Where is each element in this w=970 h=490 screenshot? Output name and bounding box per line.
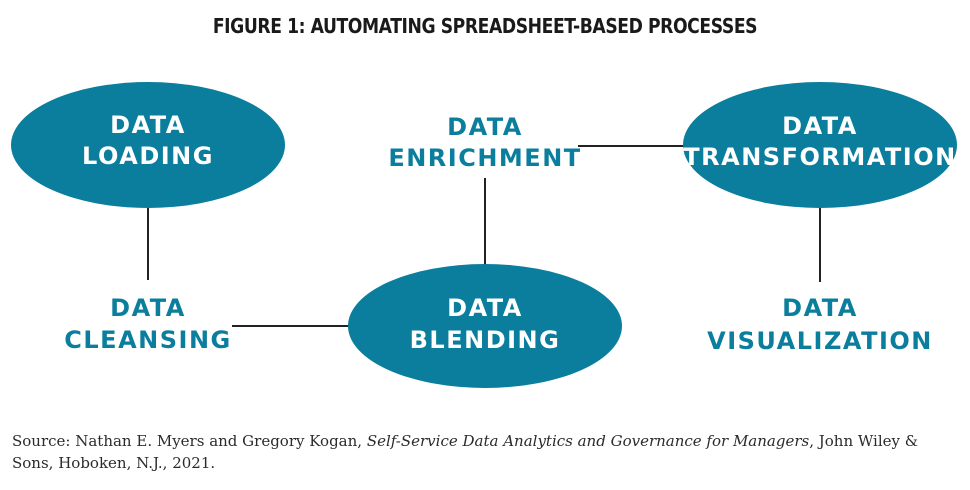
node-enrichment-line2: ENRICHMENT — [388, 144, 581, 172]
node-data-loading-ellipse — [11, 82, 285, 208]
node-enrichment-line1: DATA — [447, 113, 523, 141]
node-blending-line1: DATA — [447, 294, 523, 322]
node-blending-line2: BLENDING — [410, 326, 561, 354]
node-visualization-line1: DATA — [782, 294, 858, 322]
node-transformation-line2: TRANSFORMATION — [683, 143, 956, 171]
source-citation: Source: Nathan E. Myers and Gregory Koga… — [12, 430, 957, 474]
node-data-blending-ellipse — [348, 264, 622, 388]
figure-title: FIGURE 1: AUTOMATING SPREADSHEET-BASED P… — [212, 14, 758, 38]
node-loading-line2: LOADING — [82, 142, 214, 170]
source-suffix: , John Wiley & Sons, Hoboken, N.J., 2021… — [12, 432, 919, 472]
node-transformation-line1: DATA — [782, 112, 858, 140]
node-cleansing-line1: DATA — [110, 294, 186, 322]
source-book-title: Self-Service Data Analytics and Governan… — [366, 432, 810, 450]
node-visualization-line2: VISUALIZATION — [707, 327, 933, 355]
node-data-transformation-ellipse — [683, 82, 957, 208]
source-prefix: Source: Nathan E. Myers and Gregory Koga… — [12, 432, 367, 450]
node-cleansing-line2: CLEANSING — [64, 326, 231, 354]
node-loading-line1: DATA — [110, 111, 186, 139]
